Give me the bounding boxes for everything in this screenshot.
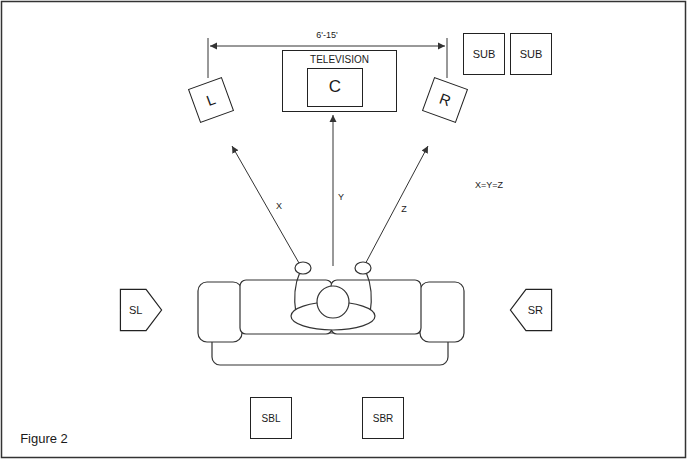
speaker-label: L (204, 91, 217, 109)
listener-hand (355, 262, 371, 274)
speaker-label: SR (528, 304, 543, 316)
distance-arrow (362, 146, 428, 270)
listener-hand (295, 262, 311, 274)
sofa-arm (198, 282, 242, 342)
figure-caption: Figure 2 (19, 432, 69, 446)
distance-arrow (232, 146, 303, 270)
surround-back-left-speaker: SBL (250, 397, 292, 439)
dimension-line (210, 46, 445, 47)
speaker-label: SL (129, 304, 142, 316)
dimension-label: 6'-15' (315, 31, 338, 41)
subwoofer-box: SUB (510, 33, 552, 75)
speaker-label: R (437, 90, 453, 109)
surround-left-speaker: SL (120, 289, 162, 331)
distance-label: X (275, 202, 283, 212)
front-right-speaker: R (422, 77, 468, 123)
distance-arrow (333, 115, 334, 266)
distance-label: Z (400, 205, 408, 215)
speaker-label: TELEVISION (310, 54, 369, 65)
sofa-arm (420, 282, 464, 342)
distance-label: Y (337, 193, 345, 203)
speaker-label: SUB (473, 48, 496, 60)
speaker-outline-shape (510, 289, 551, 330)
speaker-label: SBL (262, 413, 281, 424)
speaker-label: C (329, 78, 341, 97)
speaker-label: SUB (520, 48, 543, 60)
subwoofer-box: SUB (463, 33, 505, 75)
speaker-outline-shape (120, 289, 161, 330)
dimension-extension (447, 38, 448, 78)
surround-back-right-speaker: SBR (362, 397, 404, 439)
center-speaker-box: C (307, 68, 363, 107)
equality-note: X=Y=Z (474, 181, 504, 191)
sofa-back (212, 333, 448, 365)
surround-right-speaker: SR (510, 289, 552, 331)
speaker-label: SBR (373, 413, 394, 424)
dimension-extension (208, 38, 209, 78)
television-box: TELEVISION C (282, 50, 397, 112)
listener-head (317, 286, 349, 318)
front-left-speaker: L (188, 77, 234, 123)
